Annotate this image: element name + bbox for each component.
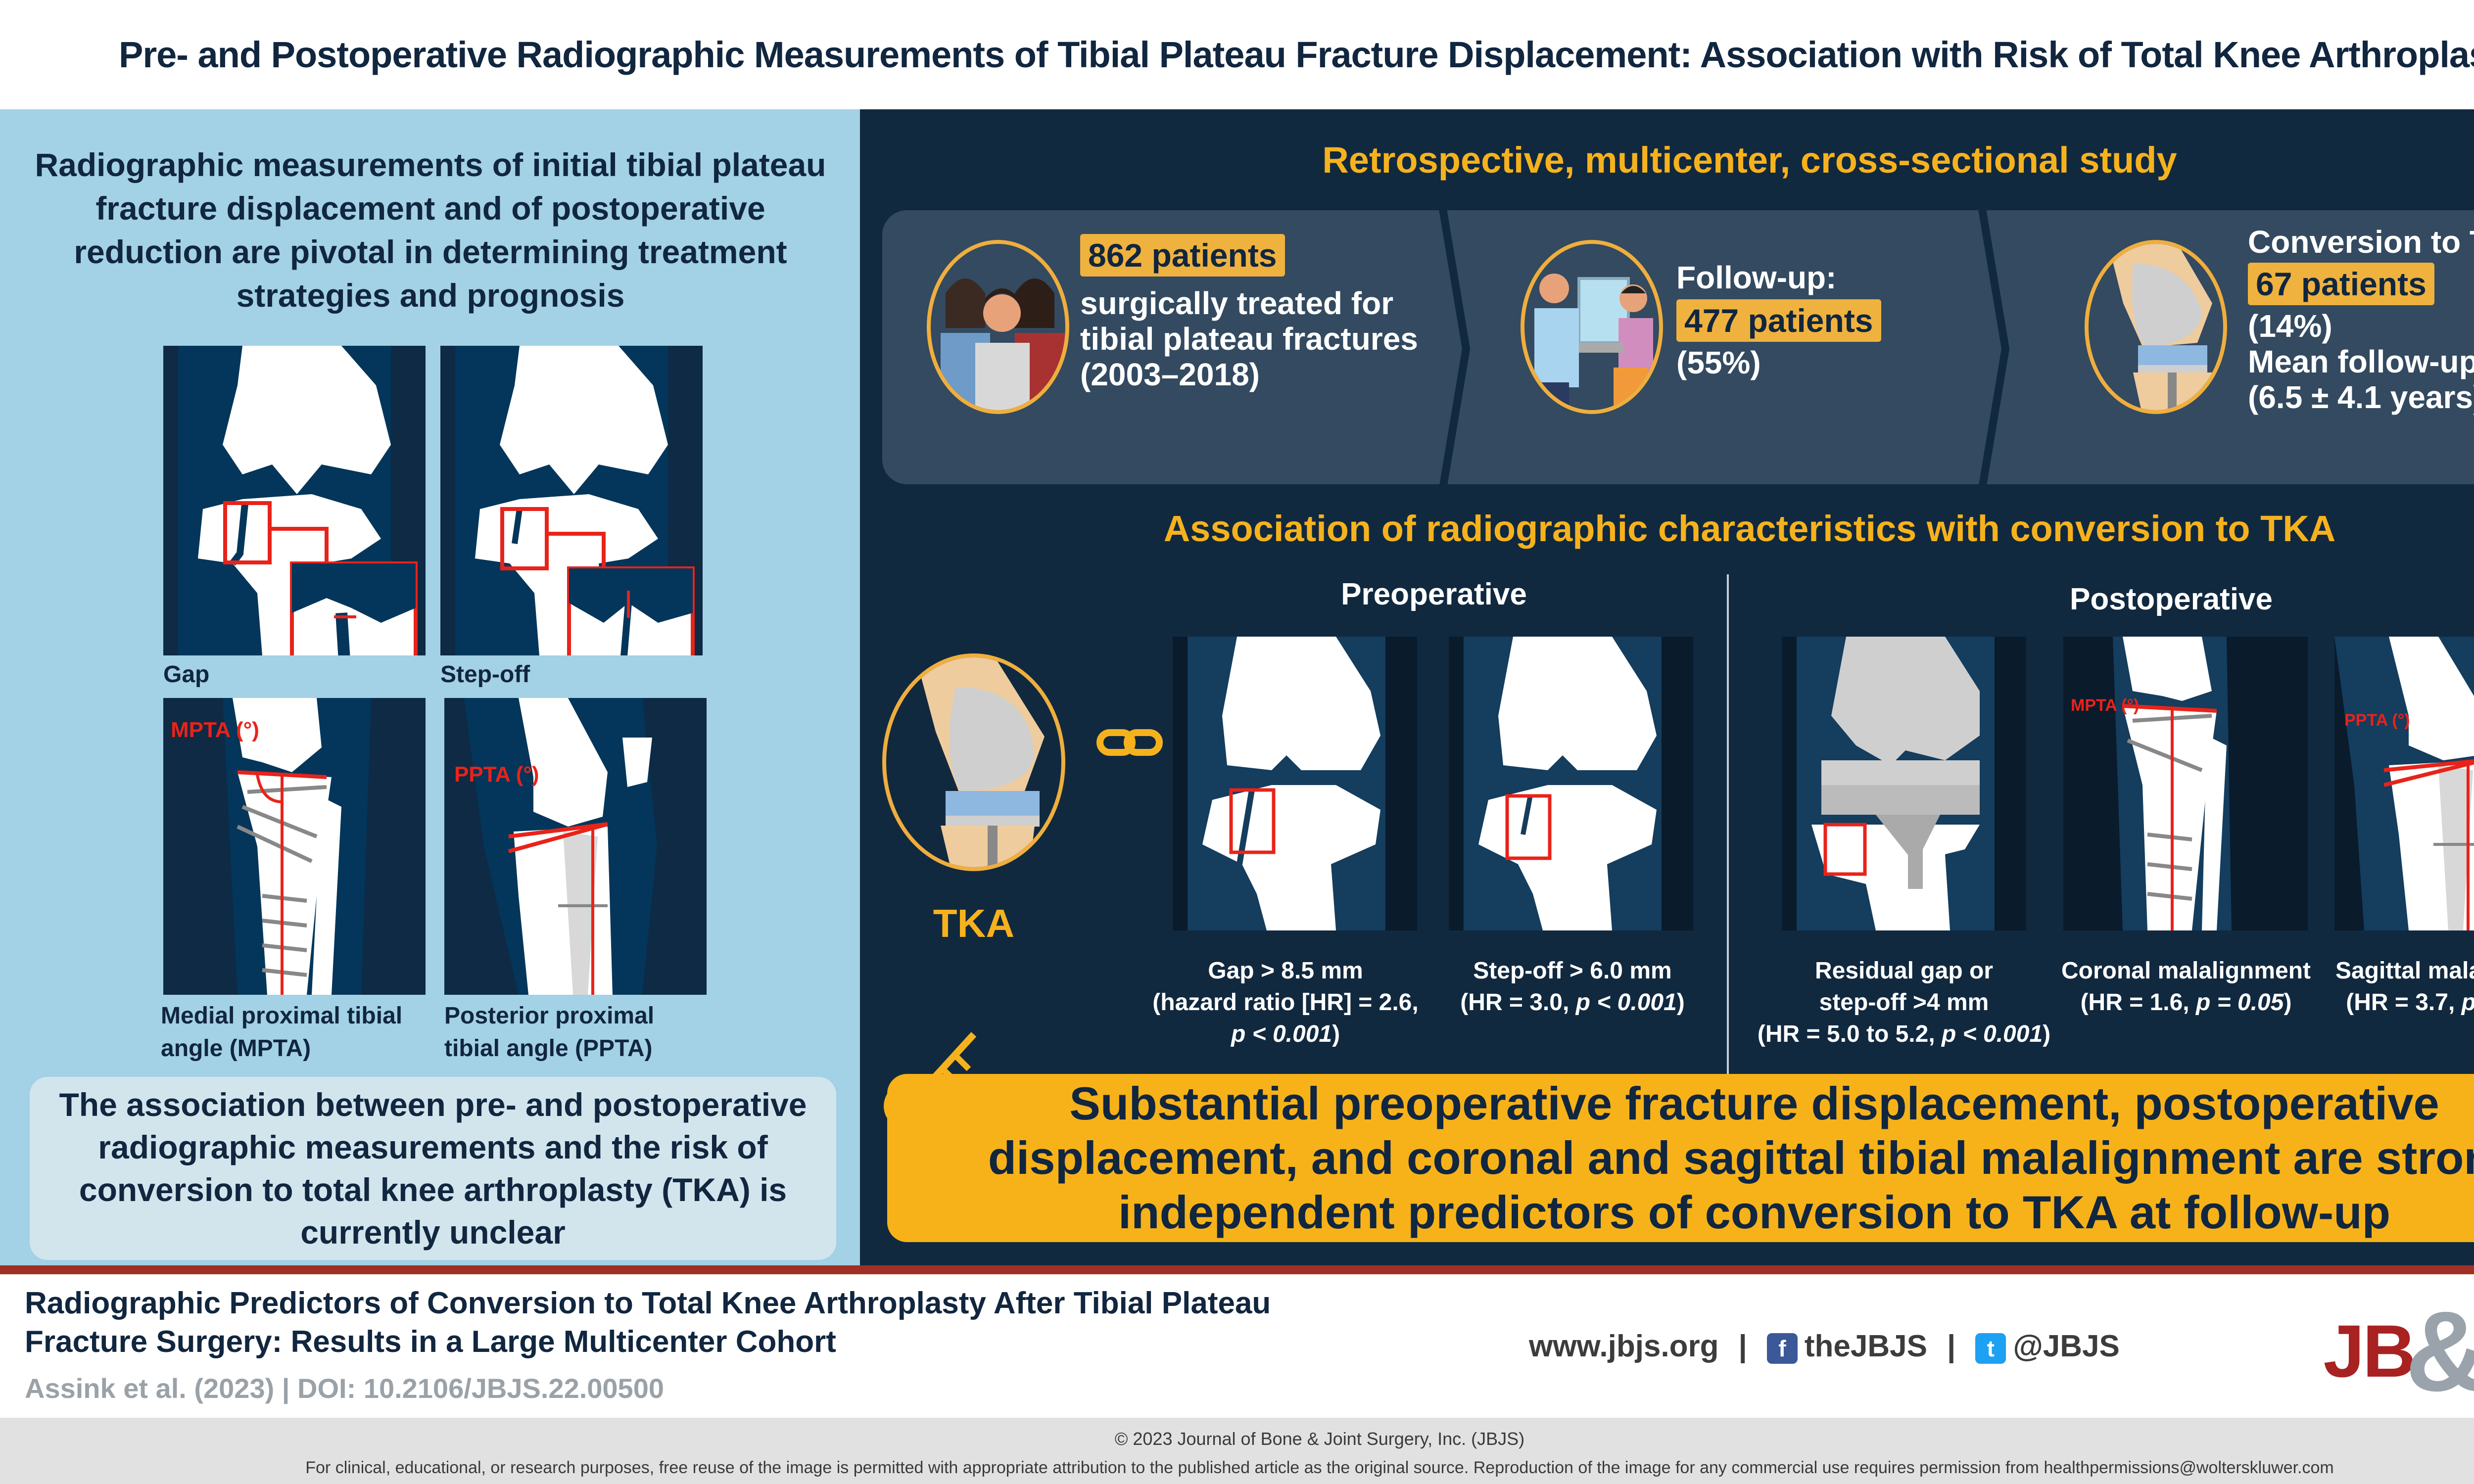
research-question-box: The association between pre- and postope… (30, 1077, 836, 1260)
footer-divider (0, 1265, 2474, 1274)
caption-close: ) (2043, 1021, 2051, 1047)
chevron-arrow-icon (1439, 210, 1471, 484)
facebook-handle: theJBJS (1804, 1329, 1927, 1363)
caption-p-value: p < 0.001 (2462, 989, 2474, 1016)
intro-text: Radiographic measurements of initial tib… (35, 146, 826, 314)
twitter-handle: @JBJS (2013, 1329, 2120, 1363)
legal-bar: © 2023 Journal of Bone & Joint Surgery, … (0, 1418, 2474, 1484)
caption-hr: (HR = 5.0 to 5.2, (1757, 1021, 1942, 1047)
conversion-count-badge: 67 patients (2248, 263, 2434, 305)
logo-jb: JB (2323, 1309, 2416, 1392)
preop-gap-caption: Gap > 8.5 mm (hazard ratio [HR] = 2.6, p… (1137, 955, 1434, 1050)
mpta-overlay-label: MPTA (°) (2071, 696, 2140, 715)
study-design-heading: Retrospective, multicenter, cross-sectio… (1322, 139, 2177, 181)
caption-title-2: step-off >4 mm (1819, 989, 1989, 1016)
logo-ampersand: & (2405, 1286, 2474, 1417)
postop-residual-gap-xray-icon (1782, 637, 2026, 930)
caption-title: Gap > 8.5 mm (1208, 958, 1363, 984)
knee-xray-step-off-icon (440, 346, 703, 655)
postop-coronal-caption: Coronal malalignment (HR = 1.6, p = 0.05… (2052, 955, 2320, 1019)
caption-close: ) (2284, 989, 2292, 1016)
postoperative-heading: Postoperative (2069, 582, 2273, 616)
facebook-icon: f (1766, 1333, 1798, 1364)
infographic-title: Pre- and Postoperative Radiographic Meas… (118, 34, 2474, 75)
study-step-followup: Follow-up: 477 patients (55%) (1676, 260, 1953, 380)
caption-close: ) (1676, 989, 1685, 1016)
postop-coronal-xray-icon: MPTA (°) (2063, 637, 2308, 930)
caption-title: Coronal malalignment (2061, 958, 2311, 984)
tibia-xray-mpta-icon: MPTA (°) (163, 698, 426, 995)
caption-p-value: p < 0.001 (1942, 1021, 2043, 1047)
patients-group-icon (927, 240, 1069, 414)
mean-followup-label: Mean follow-up (2248, 344, 2474, 379)
twitter-link[interactable]: t@JBJS (1975, 1329, 2120, 1364)
background-panel: Radiographic measurements of initial tib… (0, 109, 860, 1265)
study-step-conversion: Conversion to TKA: 67 patients (14%) Mea… (2248, 224, 2474, 415)
twitter-icon: t (1975, 1333, 2006, 1364)
citation: Assink et al. (2023) | DOI: 10.2106/JBJS… (25, 1373, 664, 1404)
postop-residual-caption: Residual gap or step-off >4 mm (HR = 5.0… (1741, 955, 2067, 1050)
enrolled-description: surgically treated for tibial plateau fr… (1080, 285, 1418, 392)
knee-xray-gap-icon (163, 346, 426, 655)
jbjs-logo: JB & JS (2301, 1284, 2474, 1418)
caption-title: Step-off > 6.0 mm (1473, 958, 1672, 984)
caption-p-value: p < 0.001 (1575, 989, 1677, 1016)
followup-label: Follow-up: (1676, 260, 1837, 295)
title-bar: Pre- and Postoperative Radiographic Meas… (0, 0, 2474, 109)
conclusion-box: Substantial preoperative fracture displa… (887, 1074, 2474, 1242)
conversion-label: Conversion to TKA: (2248, 224, 2474, 260)
followup-percent: (55%) (1676, 345, 1761, 380)
reuse-notice: For clinical, educational, or research p… (305, 1458, 2334, 1477)
chain-link-icon (1096, 729, 1163, 756)
figure-label-mpta: Medial proximal tibial angle (MPTA) (161, 1003, 403, 1062)
caption-title: Sagittal malalignment (2335, 958, 2474, 984)
study-step-enrolled: 862 patients surgically treated for tibi… (1080, 234, 1436, 392)
caption-close: ) (1332, 1021, 1340, 1047)
mean-followup-value: (6.5 ± 4.1 years) (2248, 379, 2474, 415)
doctor-consult-icon (1521, 240, 1663, 414)
website-link[interactable]: www.jbjs.org (1529, 1329, 1719, 1363)
ppta-overlay-label: PPTA (°) (454, 762, 539, 787)
preop-gap-xray-icon (1173, 637, 1417, 930)
copyright: © 2023 Journal of Bone & Joint Surgery, … (1114, 1429, 1525, 1449)
figure-label-gap: Gap (163, 661, 210, 688)
caption-hr: (HR = 1.6, (2080, 989, 2196, 1016)
caption-hr: (HR = 3.7, (2346, 989, 2462, 1016)
followup-count-badge: 477 patients (1676, 299, 1881, 342)
chevron-arrow-icon (1978, 210, 2010, 484)
preop-step-off-caption: Step-off > 6.0 mm (HR = 3.0, p < 0.001) (1429, 955, 1716, 1019)
conversion-percent: (14%) (2248, 308, 2332, 344)
postop-sagittal-caption: Sagittal malalignment (HR = 3.7, p < 0.0… (2325, 955, 2474, 1019)
section-divider (1727, 574, 1729, 1143)
preop-step-off-xray-icon (1449, 637, 1693, 930)
caption-hr: (HR = 3.0, (1460, 989, 1576, 1016)
tka-implant-icon (882, 653, 1065, 871)
ppta-overlay-label: PPTA (°) (2344, 711, 2410, 730)
mpta-overlay-label: MPTA (°) (171, 718, 259, 742)
figure-label-step-off: Step-off (440, 661, 530, 688)
caption-p-value: p = 0.05 (2195, 989, 2284, 1016)
figure-label-ppta: Posterior proximal tibial angle (PPTA) (444, 1003, 655, 1062)
caption-hr: (hazard ratio [HR] = 2.6, (1152, 989, 1419, 1016)
link-separator: | (1947, 1329, 1956, 1363)
enrolled-count-badge: 862 patients (1080, 234, 1285, 277)
article-title: Radiographic Predictors of Conversion to… (25, 1286, 1271, 1359)
link-separator: | (1738, 1329, 1747, 1363)
postop-sagittal-xray-icon: PPTA (°) (2334, 637, 2474, 930)
preoperative-heading: Preoperative (1341, 577, 1527, 611)
tka-label: TKA (933, 901, 1015, 945)
knee-implant-icon (2085, 240, 2227, 414)
caption-title: Residual gap or (1814, 958, 1994, 984)
main-panel: Retrospective, multicenter, cross-sectio… (860, 109, 2474, 1265)
caption-p-value: p < 0.001 (1231, 1021, 1332, 1047)
association-heading: Association of radiographic characterist… (1163, 508, 2336, 549)
footer: Radiographic Predictors of Conversion to… (0, 1274, 2474, 1418)
study-flow-band: 862 patients surgically treated for tibi… (882, 210, 2474, 484)
tibia-xray-ppta-icon: PPTA (°) (444, 698, 707, 995)
